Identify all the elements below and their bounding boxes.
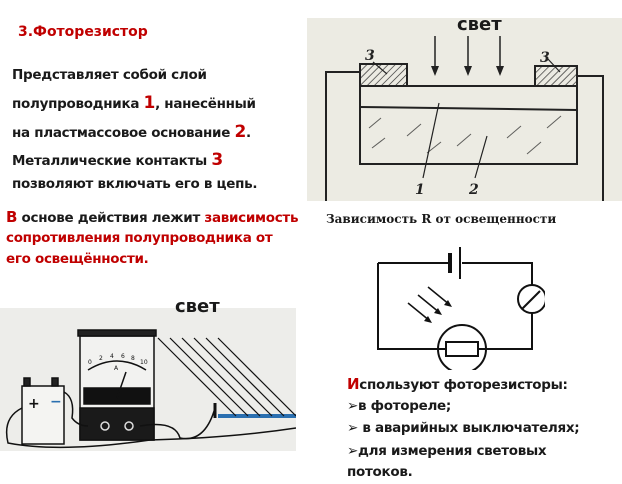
minus-sign: − xyxy=(50,394,62,410)
description-line: позволяют включать его в цепь. xyxy=(12,176,258,192)
battery-icon xyxy=(21,385,65,445)
scale-tick: 4 xyxy=(110,353,114,360)
uses-item: ➢для измерения световых xyxy=(347,443,547,459)
plus-sign: + xyxy=(28,396,40,412)
light-label: свет xyxy=(175,296,220,317)
text: в аварийных выключателях; xyxy=(358,420,580,436)
text: основе действия лежит xyxy=(17,210,205,226)
scale-tick: 2 xyxy=(99,355,103,362)
base-label: 2 xyxy=(468,182,479,198)
text: на пластмассовое основание xyxy=(12,125,235,141)
arrow-bullet-icon: ➢ xyxy=(347,398,359,414)
uses-item: ➢в фотореле; xyxy=(347,398,451,414)
slide-title: 3.Фоторезистор xyxy=(18,24,148,40)
uses-item-continuation: потоков. xyxy=(347,464,413,480)
text: полупроводника xyxy=(12,96,144,112)
unit-label: A xyxy=(114,365,119,372)
text: позволяют включать его в цепь. xyxy=(12,176,258,192)
scale-tick: 0 xyxy=(88,359,92,366)
text: . xyxy=(246,125,251,141)
uses-heading: Используют фоторезисторы: xyxy=(347,375,568,393)
scale-tick: 8 xyxy=(131,355,135,362)
arrow-bullet-icon: ➢ xyxy=(347,420,359,436)
light-label: свет xyxy=(457,14,502,35)
label-number: 3 xyxy=(211,150,223,170)
principle-line: В основе действия лежит зависимость xyxy=(6,208,299,226)
circuit-diagram xyxy=(377,247,545,370)
text: , нанесённый xyxy=(155,96,256,112)
experiment-drawing: + − 0 2 4 6 8 10 A xyxy=(5,329,296,449)
description-line: на пластмассовое основание 2. xyxy=(12,122,251,142)
semiconductor-label: 1 xyxy=(415,182,425,198)
text: зависимость xyxy=(204,210,299,226)
text: в фотореле; xyxy=(358,398,451,414)
description-line: полупроводника 1, нанесённый xyxy=(12,93,256,113)
text: спользуют фоторезисторы: xyxy=(359,377,568,393)
contact-label: 3 xyxy=(365,48,375,64)
structure-drawing: 3 3 1 2 xyxy=(325,36,604,201)
scale-tick: 10 xyxy=(140,359,148,366)
uses-item: ➢ в аварийных выключателях; xyxy=(347,420,580,436)
text: для измерения световых xyxy=(358,443,547,459)
label-number: 2 xyxy=(234,122,246,142)
contact-label: 3 xyxy=(540,50,550,66)
label-number: 1 xyxy=(143,93,156,113)
circuit-caption: Зависимость R от освещенности xyxy=(326,212,557,226)
text: В xyxy=(6,208,18,226)
scale-tick: 6 xyxy=(121,353,125,360)
text: Представляет собой слой xyxy=(12,67,207,83)
principle-line: сопротивления полупроводника от xyxy=(6,230,273,246)
description-line: Металлические контакты 3 xyxy=(12,150,223,170)
experiment-image: + − 0 2 4 6 8 10 A свет xyxy=(0,296,296,451)
description-line: Представляет собой слой xyxy=(12,67,207,83)
arrow-bullet-icon: ➢ xyxy=(347,443,359,459)
text: И xyxy=(347,375,360,393)
principle-line: его освещённости. xyxy=(6,251,149,267)
text: Металлические контакты xyxy=(12,153,212,169)
photoresistor-structure-diagram: 3 3 1 2 свет xyxy=(307,14,622,201)
